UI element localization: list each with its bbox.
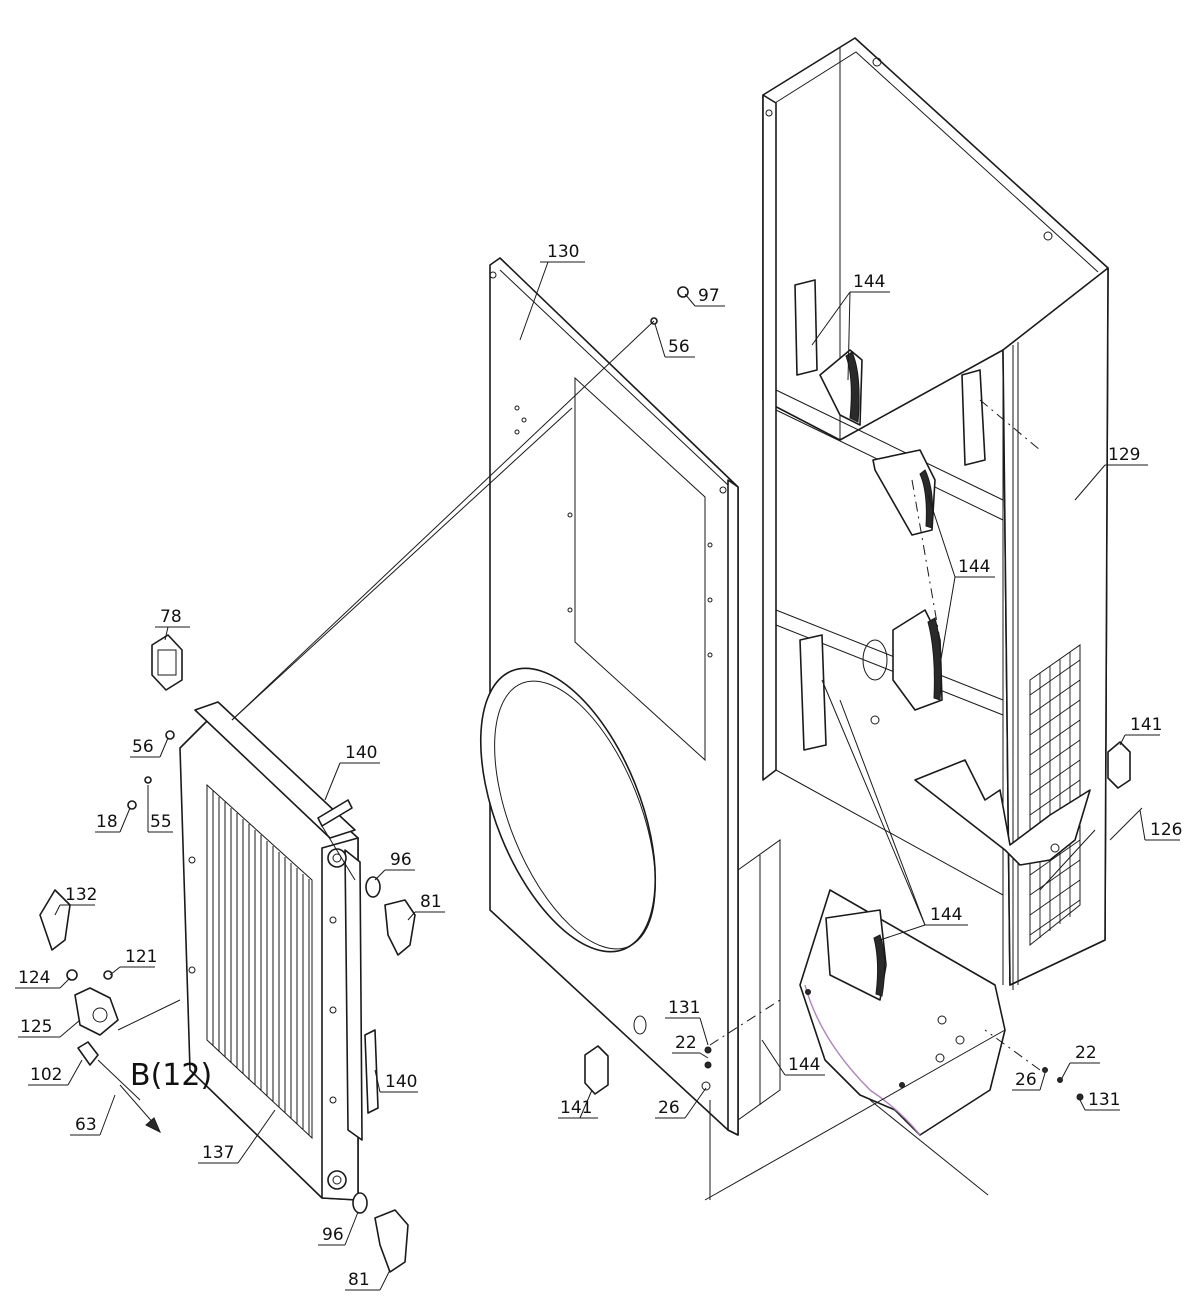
svg-text:26: 26 bbox=[658, 1098, 680, 1118]
svg-text:78: 78 bbox=[160, 607, 182, 627]
callout-144-lower: 144 bbox=[761, 1039, 825, 1076]
svg-text:102: 102 bbox=[30, 1065, 62, 1085]
svg-text:144: 144 bbox=[788, 1055, 820, 1075]
svg-text:144: 144 bbox=[958, 557, 990, 577]
callout-126: 126 bbox=[1139, 809, 1182, 841]
callout-63: 63 bbox=[70, 1094, 116, 1136]
svg-text:63: 63 bbox=[75, 1115, 97, 1135]
callout-121: 121 bbox=[109, 947, 157, 976]
svg-text:55: 55 bbox=[150, 812, 172, 832]
callout-26-left: 26 bbox=[655, 1087, 707, 1119]
callout-125: 125 bbox=[18, 1017, 81, 1038]
view-arrow: B(12) bbox=[119, 1058, 212, 1134]
svg-text:26: 26 bbox=[1015, 1070, 1037, 1090]
fitting-141-left bbox=[584, 1045, 609, 1095]
assembly-lines bbox=[117, 320, 1096, 1201]
callout-144-mid: 144 bbox=[927, 494, 995, 666]
svg-text:129: 129 bbox=[1108, 445, 1140, 465]
svg-text:97: 97 bbox=[698, 286, 720, 306]
callout-18: 18 bbox=[95, 807, 131, 833]
callout-96-bottom: 96 bbox=[318, 1211, 359, 1246]
callout-22-left: 22 bbox=[672, 1033, 709, 1059]
fitting-141-right bbox=[1107, 741, 1143, 841]
callout-144-bottom: 144 bbox=[821, 679, 968, 941]
callout-141-right: 141 bbox=[1119, 715, 1162, 746]
svg-text:56: 56 bbox=[668, 337, 690, 357]
svg-text:96: 96 bbox=[322, 1225, 344, 1245]
callout-102: 102 bbox=[28, 1059, 83, 1086]
callout-131-right: 131 bbox=[1079, 1090, 1120, 1111]
clip-144 bbox=[794, 279, 986, 751]
callout-140-bottom: 140 bbox=[374, 1069, 418, 1093]
svg-text:141: 141 bbox=[1130, 715, 1162, 735]
radiator-fins bbox=[212, 791, 310, 1135]
svg-text:132: 132 bbox=[65, 885, 97, 905]
vent-mesh bbox=[1029, 644, 1081, 947]
svg-text:18: 18 bbox=[96, 812, 118, 832]
callout-22-right: 22 bbox=[1061, 1043, 1100, 1079]
view-label: B(12) bbox=[130, 1058, 212, 1093]
callout-81-bottom: 81 bbox=[345, 1269, 391, 1291]
callout-129: 129 bbox=[1074, 445, 1148, 501]
small-hardware bbox=[650, 286, 1084, 1101]
svg-text:125: 125 bbox=[20, 1017, 52, 1037]
callout-97: 97 bbox=[684, 286, 725, 307]
callout-56-top: 56 bbox=[654, 323, 695, 358]
fitting-96-81-bottom bbox=[352, 1192, 409, 1273]
callout-140-top: 140 bbox=[324, 743, 380, 801]
svg-text:96: 96 bbox=[390, 850, 412, 870]
svg-text:144: 144 bbox=[853, 272, 885, 292]
callout-78: 78 bbox=[155, 607, 190, 641]
callout-26-right: 26 bbox=[1012, 1070, 1046, 1091]
callout-81-top: 81 bbox=[407, 892, 445, 921]
svg-text:22: 22 bbox=[675, 1033, 697, 1053]
svg-text:126: 126 bbox=[1150, 820, 1182, 840]
svg-text:121: 121 bbox=[125, 947, 157, 967]
callout-141-left: 141 bbox=[558, 1089, 598, 1119]
svg-text:130: 130 bbox=[547, 242, 579, 262]
svg-text:22: 22 bbox=[1075, 1043, 1097, 1063]
base-plate bbox=[799, 759, 1091, 1136]
callout-130: 130 bbox=[519, 242, 585, 341]
fitting-78 bbox=[151, 634, 183, 691]
svg-text:140: 140 bbox=[345, 743, 377, 763]
svg-text:131: 131 bbox=[668, 998, 700, 1018]
callouts: 130 97 56 144 129 144 78 56 140 18 55 96… bbox=[15, 242, 1182, 1291]
callout-137: 137 bbox=[198, 1109, 276, 1164]
callout-55: 55 bbox=[147, 785, 173, 833]
svg-text:81: 81 bbox=[348, 1270, 370, 1290]
callout-96-top: 96 bbox=[374, 850, 415, 881]
svg-text:141: 141 bbox=[560, 1098, 592, 1118]
svg-text:137: 137 bbox=[202, 1143, 234, 1163]
svg-text:124: 124 bbox=[18, 968, 50, 988]
fitting-group-left bbox=[39, 730, 175, 1101]
svg-text:144: 144 bbox=[930, 905, 962, 925]
radiator-137 bbox=[179, 701, 379, 1201]
callout-124: 124 bbox=[15, 968, 71, 989]
callout-144-top: 144 bbox=[811, 272, 890, 381]
svg-text:81: 81 bbox=[420, 892, 442, 912]
callout-56-left: 56 bbox=[130, 737, 169, 758]
callout-132: 132 bbox=[54, 885, 97, 916]
svg-text:56: 56 bbox=[132, 737, 154, 757]
svg-text:140: 140 bbox=[385, 1072, 417, 1092]
callout-131-left: 131 bbox=[665, 998, 709, 1046]
fitting-96-81-top bbox=[365, 876, 416, 956]
svg-text:131: 131 bbox=[1088, 1090, 1120, 1110]
panel-130 bbox=[479, 257, 781, 1136]
